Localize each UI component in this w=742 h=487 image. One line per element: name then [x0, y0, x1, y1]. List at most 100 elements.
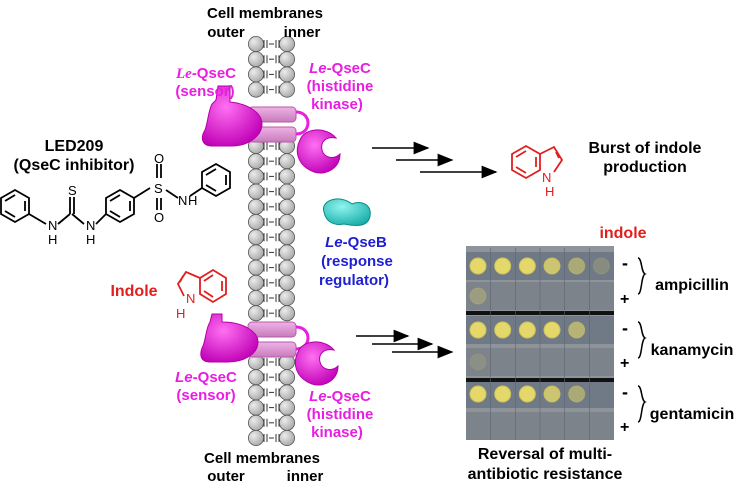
lipid-head: [278, 429, 295, 446]
kinase-domain-bottom: [294, 341, 339, 386]
sensor-bottom-role: (sensor): [176, 387, 235, 404]
led209-atom-o2: O: [154, 210, 164, 225]
lipid-head: [278, 168, 295, 185]
regulator-label: Le-QseB: [325, 234, 387, 251]
sensor-domain-bottom: [200, 313, 259, 363]
bacterial-colony: [543, 257, 561, 275]
bacterial-colony: [494, 257, 512, 275]
plate-ampicillin-label: ampicillin: [655, 277, 729, 294]
led209-atom-s: S: [68, 183, 77, 198]
lipid-head: [278, 51, 295, 68]
plate-ampicillin-plus: +: [620, 291, 629, 308]
lipid-head: [278, 384, 295, 401]
arrows-top: [372, 141, 498, 179]
qseb-regulator-shape: [323, 198, 371, 227]
lipid-head: [247, 36, 264, 53]
plate-gentamicin-minus: -: [622, 382, 628, 402]
plate-group-gentamicin: - + gentamicin: [620, 382, 734, 436]
lipid-head: [247, 429, 264, 446]
sensor-top-label: Le-QseC: [175, 65, 236, 82]
lipid-head: [247, 213, 264, 230]
bacterial-colony: [543, 385, 561, 403]
led209-atom-h2: H: [86, 232, 95, 247]
led209-atom-h1: H: [48, 232, 57, 247]
qsec-receptor-bottom: [200, 313, 339, 386]
led209-atom-n2: N: [86, 218, 95, 233]
lipid-head: [278, 229, 295, 246]
membrane-bottom-title: Cell membranes: [204, 450, 320, 467]
kinase-top-label: Le-QseC: [309, 60, 371, 77]
membrane-top-outer-label: outer: [207, 24, 245, 41]
lipid-head: [247, 244, 264, 261]
lipid-head: [278, 244, 295, 261]
plate-kanamycin-minus: -: [622, 318, 628, 338]
indole-right-structure: [511, 144, 564, 180]
lipid-head: [247, 229, 264, 246]
lipid-head: [278, 66, 295, 83]
indole-right-n: N: [542, 170, 551, 185]
plate-gentamicin-plus: +: [620, 419, 629, 436]
arrows-bottom: [356, 329, 454, 359]
inhibitor-role: (QseC inhibitor): [14, 157, 135, 174]
led209-structure: [0, 162, 231, 225]
bacterial-colony: [568, 257, 586, 275]
kinase-top-role-2: kinase): [311, 96, 363, 113]
indole-left-n: N: [186, 291, 195, 306]
bacterial-colony: [469, 287, 487, 305]
plate-kanamycin-plus: +: [620, 355, 629, 372]
lipid-head: [247, 153, 264, 170]
kinase-bottom-label: Le-QseC: [309, 388, 371, 405]
membrane-bottom-outer-label: outer: [207, 468, 245, 485]
lipid-head: [278, 259, 295, 276]
led209-atom-n1: N: [48, 218, 57, 233]
lipid-head: [278, 198, 295, 215]
lipid-head: [278, 153, 295, 170]
lipid-head: [278, 213, 295, 230]
lipid-head: [247, 369, 264, 386]
lipid-head: [247, 198, 264, 215]
bacterial-colony: [518, 257, 536, 275]
membrane-top-title: Cell membranes: [207, 5, 323, 22]
bacterial-colony: [469, 353, 487, 371]
bacterial-colony: [494, 321, 512, 339]
lipid-head: [247, 289, 264, 306]
lipid-head: [278, 305, 295, 322]
led209-atom-o1: O: [154, 151, 164, 166]
indole-left-structure: [176, 268, 227, 304]
lipid-head: [247, 168, 264, 185]
lipid-bilayer: [247, 36, 295, 446]
lipid-head: [278, 289, 295, 306]
bacterial-colony: [469, 321, 487, 339]
plate-group-kanamycin: - + kanamycin: [620, 318, 733, 372]
bacterial-colony: [469, 385, 487, 403]
plate-group-ampicillin: - + ampicillin: [620, 253, 729, 308]
kinase-bottom-role-2: kinase): [311, 424, 363, 441]
lipid-head: [278, 81, 295, 98]
indole-left-h: H: [176, 306, 185, 321]
led209-atom-labels: S N H N H S O O N H: [48, 151, 197, 247]
led209-atom-h3: H: [188, 193, 197, 208]
plates-caption-line-2: antibiotic resistance: [468, 466, 623, 483]
led209-atom-n3: N: [178, 193, 187, 208]
lipid-head: [247, 51, 264, 68]
plate-ampicillin-brace: [637, 257, 647, 295]
lipid-head: [247, 183, 264, 200]
bacterial-colony: [568, 321, 586, 339]
bacterial-colony: [518, 385, 536, 403]
kinase-bottom-role-1: (histidine: [307, 406, 374, 423]
lipid-head: [278, 399, 295, 416]
membrane-bottom-inner-label: inner: [287, 468, 324, 485]
plates-indole-header: indole: [599, 225, 646, 242]
lipid-head: [278, 274, 295, 291]
bacterial-colony: [568, 385, 586, 403]
lipid-head: [247, 399, 264, 416]
bacterial-colony: [494, 385, 512, 403]
lipid-head: [247, 66, 264, 83]
sensor-bottom-label: Le-QseC: [175, 369, 237, 386]
plate-gentamicin-brace: [637, 385, 647, 423]
bacterial-colony: [469, 257, 487, 275]
lipid-head: [247, 384, 264, 401]
kinase-domain-top: [296, 129, 341, 174]
lipid-head: [278, 414, 295, 431]
